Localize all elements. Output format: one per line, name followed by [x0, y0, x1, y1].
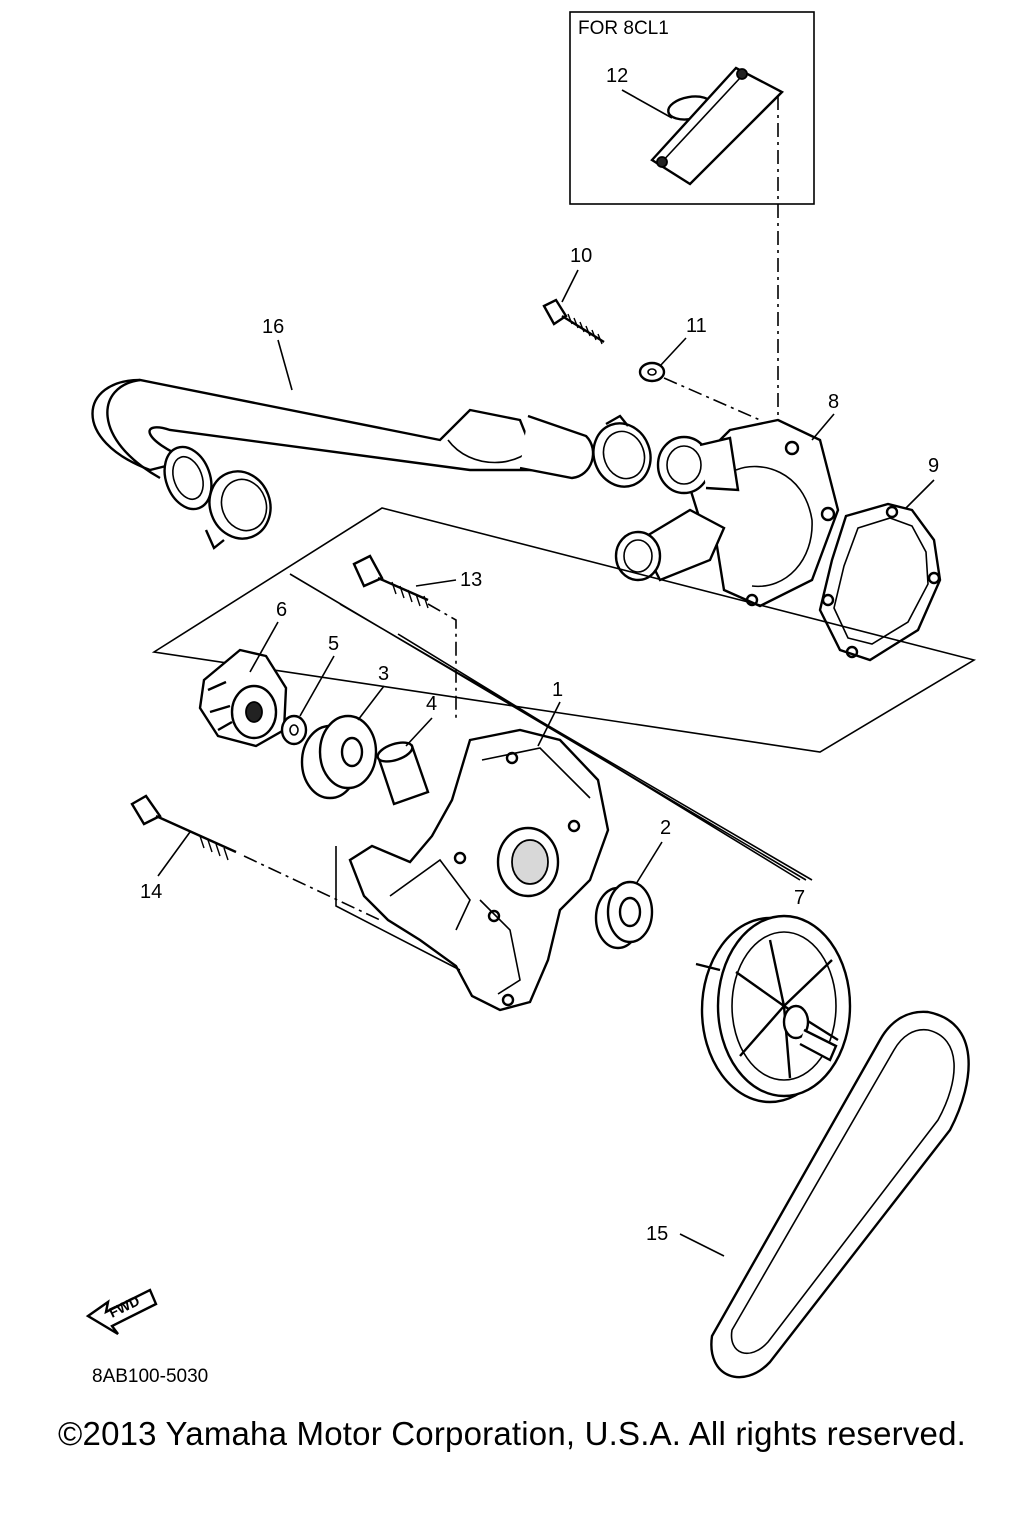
callout-7: 7	[794, 887, 805, 909]
inset-label: FOR 8CL1	[578, 18, 669, 39]
fwd-arrow-icon: FWD	[85, 1288, 158, 1336]
inset-8cl1: FOR 8CL1 12	[569, 11, 815, 430]
part-15-belt	[710, 1010, 970, 1379]
part-2-bearing	[594, 880, 654, 950]
part-5-washer	[280, 714, 308, 746]
callout-8: 8	[828, 391, 839, 413]
part-1-pump-housing	[348, 728, 610, 1012]
hose-clamp-right	[592, 414, 652, 488]
part-7-pulley	[695, 914, 852, 1104]
assembly-bracket	[151, 507, 977, 753]
callout-6: 6	[276, 599, 287, 621]
callout-9: 9	[928, 455, 939, 477]
callout-12: 12	[606, 65, 628, 87]
copyright-notice: ©2013 Yamaha Motor Corporation, U.S.A. A…	[58, 1415, 966, 1452]
callout-14: 14	[140, 881, 162, 903]
part-14-bolt	[130, 794, 237, 861]
part-16-hose	[91, 378, 595, 511]
hose-clamp-left	[204, 470, 272, 550]
callout-3: 3	[378, 663, 389, 685]
callout-15: 15	[646, 1223, 668, 1245]
part-4-collar	[376, 741, 430, 806]
callout-10: 10	[570, 245, 592, 267]
part-9-gasket	[818, 502, 942, 662]
part-10-bolt	[542, 298, 605, 345]
diagram-code: 8AB100-5030	[92, 1366, 208, 1387]
part-6-impeller	[198, 648, 288, 748]
callout-4: 4	[426, 693, 437, 715]
part-12-plate	[650, 66, 785, 186]
part-11-washer	[638, 361, 666, 383]
callout-2: 2	[660, 817, 671, 839]
callout-11: 11	[686, 315, 707, 337]
callout-16: 16	[262, 316, 284, 338]
callout-13: 13	[460, 569, 482, 591]
callout-1: 1	[552, 679, 563, 701]
callout-5: 5	[328, 633, 339, 655]
part-8-pump-cover	[614, 418, 840, 608]
part-3-seal	[300, 714, 378, 800]
part-13-bolt	[352, 554, 429, 609]
